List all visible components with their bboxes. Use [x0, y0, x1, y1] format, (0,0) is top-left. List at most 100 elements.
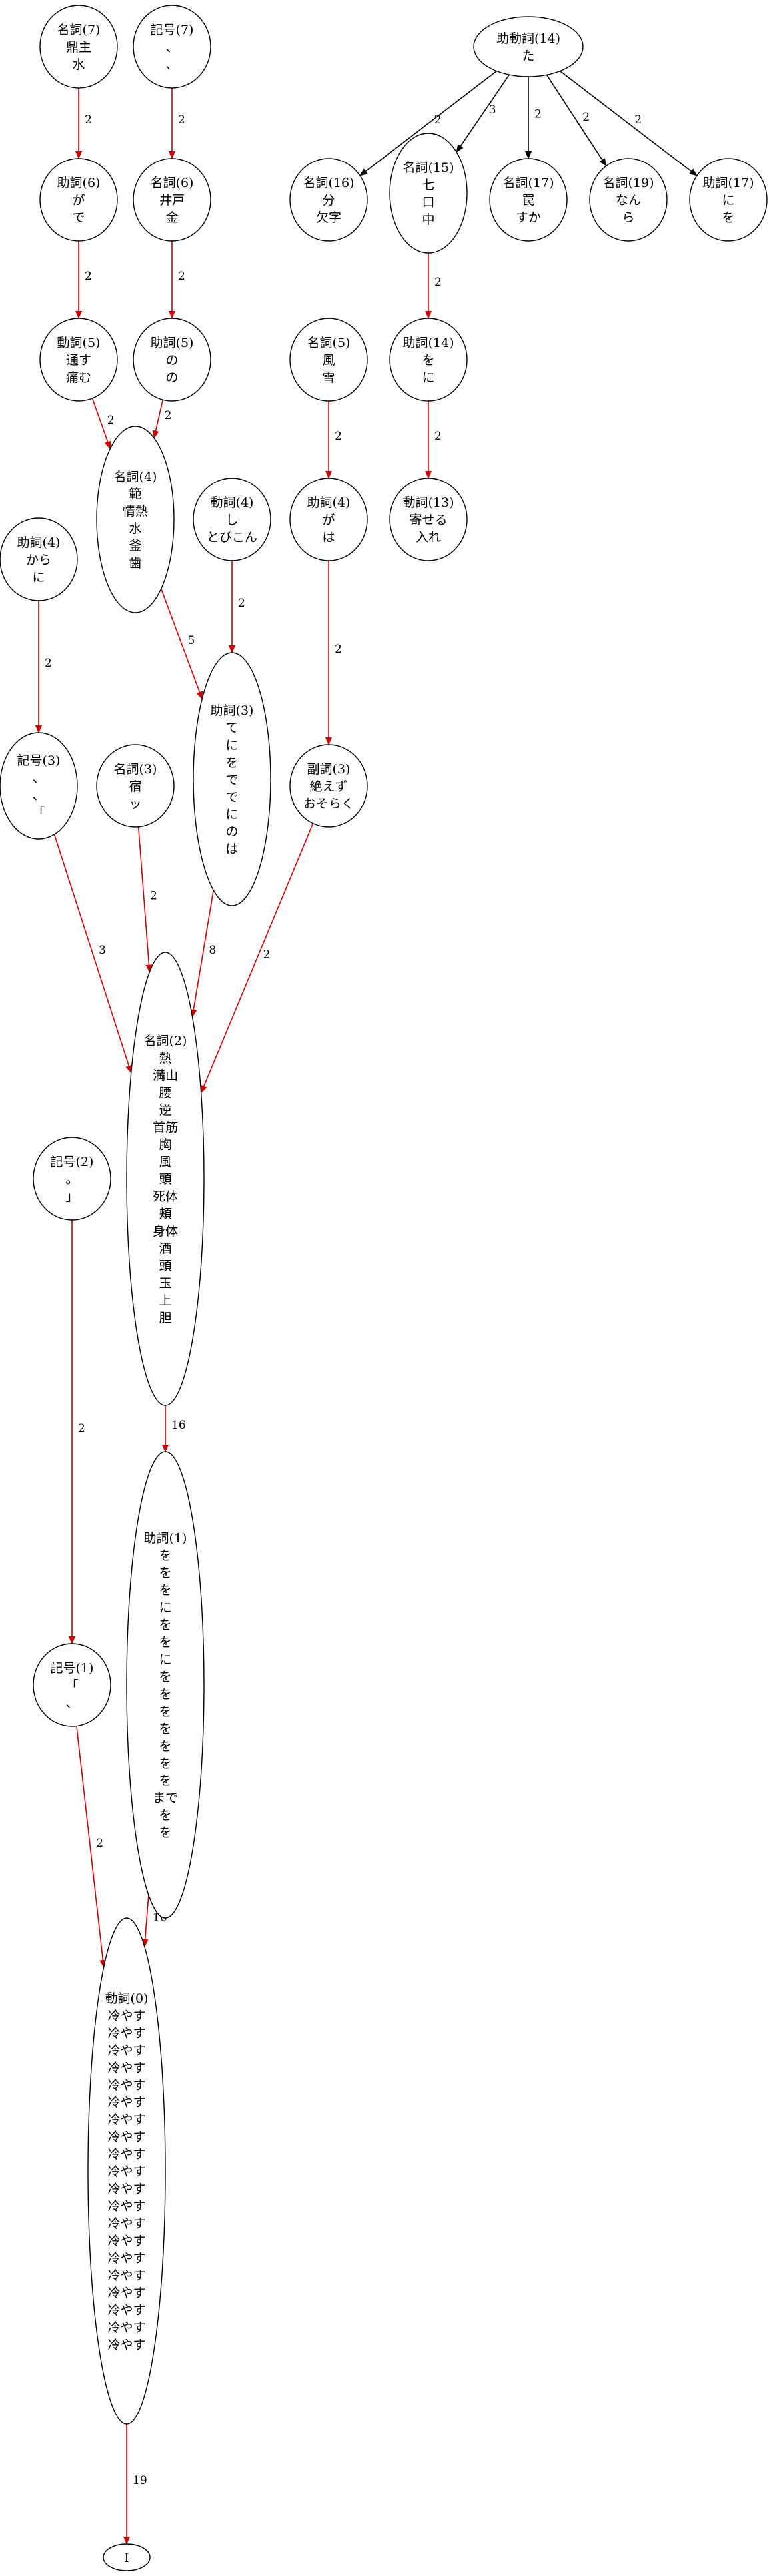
- node-pos-label: 助詞(4): [17, 535, 61, 550]
- node-word: を: [159, 1739, 171, 1754]
- edge-weight-label: 3: [99, 944, 106, 957]
- graph-node-n1: 名詞(7)鼎主水: [39, 5, 118, 89]
- node-ellipse: [193, 652, 271, 906]
- node-ellipse: [389, 133, 468, 254]
- edge-n22-n24: [190, 890, 214, 1018]
- node-word: 冷やす: [107, 2026, 145, 2041]
- node-word: 冷やす: [107, 2164, 145, 2179]
- node-ellipse: [193, 478, 271, 561]
- node-word: 、: [32, 771, 45, 785]
- node-pos-label: 記号(7): [151, 23, 194, 37]
- graph-node-n10: 助詞(17)にを: [689, 158, 768, 242]
- node-word: 玉: [159, 1276, 171, 1291]
- node-word: て: [225, 721, 238, 735]
- node-pos-label: 助動詞(14): [496, 31, 560, 46]
- node-word: 冷やす: [107, 2216, 145, 2231]
- node-pos-label: 助詞(6): [57, 176, 101, 190]
- edge-weight-label: 19: [133, 2474, 147, 2487]
- node-pos-label: 助詞(1): [144, 1531, 187, 1546]
- node-word: を: [159, 1773, 171, 1788]
- node-ellipse: [103, 2543, 151, 2571]
- node-pos-label: 動詞(13): [402, 495, 454, 510]
- node-word: 満山: [153, 1068, 178, 1083]
- graph-node-n12: 助詞(5)のの: [133, 318, 211, 402]
- node-pos-label: 名詞(17): [502, 176, 554, 190]
- node-word: 分: [322, 193, 335, 208]
- node-pos-label: 名詞(2): [144, 1034, 187, 1048]
- node-pos-label: 動詞(4): [211, 495, 254, 510]
- node-pos-label: 動詞(0): [105, 1991, 149, 2006]
- edge-n27-n28: [76, 1726, 107, 1968]
- node-word: 冷やす: [107, 2112, 145, 2127]
- graph-node-n27: 記号(1)「、: [33, 1643, 111, 1727]
- node-word: が: [322, 513, 335, 527]
- edge-weight-label: 16: [171, 1419, 186, 1432]
- node-pos-label: 記号(1): [51, 1661, 94, 1676]
- node-pos-label: 助詞(3): [211, 703, 254, 718]
- graph-node-n9: 名詞(19)なんら: [589, 158, 668, 242]
- edge-weight-label: 2: [634, 113, 642, 127]
- node-word: 痛む: [66, 370, 91, 385]
- node-word: で: [72, 210, 85, 225]
- node-word: 欠字: [316, 210, 341, 225]
- edge-weight-label: 2: [335, 430, 342, 443]
- node-ellipse: [389, 318, 468, 402]
- node-ellipse: [96, 426, 175, 613]
- edge-weight-label: 2: [434, 113, 442, 127]
- node-word: 」: [65, 1189, 78, 1204]
- node-word: 中: [422, 212, 434, 227]
- edge-weight-label: 2: [150, 890, 157, 903]
- node-word: 首筋: [153, 1120, 178, 1135]
- node-pos-label: I: [124, 2551, 129, 2565]
- edge-weight-label: 5: [188, 634, 195, 647]
- node-word: 冷やす: [107, 2043, 145, 2058]
- node-word: を: [159, 1808, 171, 1823]
- edge-weight-label: 2: [85, 270, 92, 283]
- node-word: 冷やす: [107, 2182, 145, 2196]
- graph-node-n15: 助詞(4)からに: [0, 517, 78, 601]
- node-word: 上: [159, 1293, 171, 1308]
- node-pos-label: 名詞(7): [57, 23, 101, 37]
- graph-node-n14: 助詞(14)をに: [389, 318, 468, 402]
- node-pos-label: 助詞(17): [702, 176, 754, 190]
- node-word: 酒: [159, 1241, 171, 1256]
- node-word: 冷やす: [107, 2320, 145, 2335]
- node-word: おそらく: [303, 797, 354, 811]
- edge-n21-n24: [137, 826, 153, 973]
- node-pos-label: 名詞(19): [602, 176, 654, 190]
- graph-node-n20: 記号(3)、、「: [0, 732, 78, 840]
- edge-n11-n16: [91, 398, 111, 450]
- node-word: を: [159, 1825, 171, 1840]
- node-word: 腰: [159, 1086, 171, 1100]
- node-word: を: [159, 1756, 171, 1771]
- node-pos-label: 記号(2): [51, 1155, 94, 1169]
- node-word: の: [165, 353, 178, 368]
- node-ellipse: [689, 158, 768, 242]
- node-word: を: [159, 1722, 171, 1736]
- node-word: を: [422, 353, 434, 368]
- graph-node-n13: 名詞(5)風雪: [289, 318, 368, 402]
- edge-n16-n22: [160, 588, 203, 700]
- node-word: 冷やす: [107, 2338, 145, 2352]
- node-word: に: [225, 807, 238, 822]
- edge-weight-label: 2: [178, 113, 185, 127]
- node-pos-label: 名詞(3): [114, 762, 157, 777]
- node-ellipse: [589, 158, 668, 242]
- node-word: 冷やす: [107, 2234, 145, 2248]
- node-ellipse: [0, 732, 78, 840]
- node-word: 「: [65, 1678, 78, 1693]
- edge-weight-label: 3: [489, 103, 496, 117]
- node-ellipse: [87, 1917, 166, 2425]
- node-word: に: [32, 570, 45, 585]
- node-word: 熱: [159, 1051, 171, 1066]
- node-ellipse: [96, 744, 175, 828]
- node-word: 釜: [129, 539, 141, 553]
- node-word: 入れ: [416, 530, 441, 545]
- node-word: ら: [622, 210, 634, 225]
- edge-weight-label: 2: [582, 111, 590, 124]
- graph-node-n28: 動詞(0)冷やす冷やす冷やす冷やす冷やす冷やす冷やす冷やす冷やす冷やす冷やす冷や…: [87, 1917, 166, 2425]
- node-word: 、: [32, 788, 45, 803]
